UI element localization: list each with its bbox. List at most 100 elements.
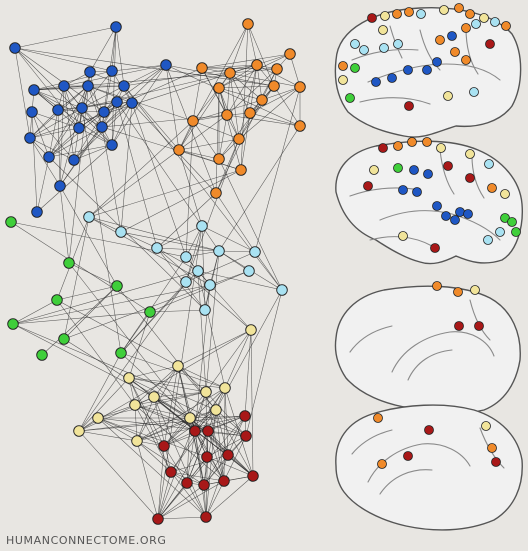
graph-edge-200 [218,158,283,291]
graph-node-yellow-70 [129,399,141,411]
graph-edge-203 [215,192,256,253]
brain-node-blue-10 [423,169,433,179]
brain-node-blue-19 [455,207,465,217]
graph-node-orange-29 [294,81,306,93]
graph-edge-199 [178,149,203,227]
graph-nodes [5,18,306,525]
brain-node-red-1 [424,425,434,435]
graph-edge-119 [48,144,113,158]
graph-edge-209 [63,216,90,340]
graph-edge-302 [224,387,229,456]
graph-node-yellow-68 [148,391,160,403]
graph-edge-188 [192,120,220,160]
graph-edge-353 [215,409,247,437]
graph-node-red-89 [200,511,212,523]
graph-edge-135 [201,64,258,69]
graph-edge-204 [156,192,217,249]
brain-node-cyan-26 [483,235,493,245]
graph-edge-208 [56,216,90,301]
graph-node-cyan-47 [151,242,163,254]
brain-node-green-23 [507,217,517,227]
graph-edge-88 [57,109,61,187]
graph-edge-37 [63,85,80,129]
graph-edge-326 [134,404,138,442]
graph-edge-254 [68,262,118,287]
brain-node-red-32 [404,101,414,111]
graph-edge-205 [88,216,220,252]
graph-edge-421 [186,482,207,518]
graph-node-orange-35 [187,115,199,127]
graph-node-orange-36 [294,120,306,132]
graph-edge-83 [131,102,187,258]
graph-node-blue-6 [82,80,94,92]
brain-node-red-4 [474,321,484,331]
graph-node-blue-4 [106,65,118,77]
graph-node-orange-37 [233,133,245,145]
graph-node-cyan-46 [213,245,225,257]
brain-node-cyan-19 [471,19,481,29]
brain-node-cyan-34 [469,87,479,97]
graph-node-blue-10 [126,97,138,109]
graph-edge-281 [177,365,207,393]
graph-edge-418 [205,475,254,518]
graph-edge-79 [111,102,133,146]
graph-edge-242 [197,270,226,389]
graph-node-green-58 [111,280,123,292]
graph-edge-325 [134,404,191,419]
brain-node-red-6 [491,457,501,467]
graph-edge-249 [78,281,187,432]
graph-node-cyan-44 [115,226,127,238]
graph-node-blue-17 [24,132,36,144]
graph-edge-306 [153,391,207,398]
graph-node-green-61 [144,306,156,318]
graph-edge-317 [97,391,207,419]
graph-node-orange-33 [244,107,256,119]
brain-node-blue-9 [409,165,419,175]
graph-edge-161 [249,86,301,114]
graph-node-yellow-67 [219,382,231,394]
graph-edge-149 [238,64,258,140]
graph-edge-263 [12,311,151,325]
brain-sulcus-1 [379,210,501,241]
brain-surface [335,140,524,265]
brain-node-yellow-2 [470,285,480,295]
graph-edge-57 [123,64,258,87]
graph-edge-12 [111,64,167,72]
graph-edge-367 [136,440,172,473]
graph-node-blue-3 [84,66,96,78]
brain-surface [335,404,523,531]
graph-edge-55 [81,85,125,109]
graph-node-red-86 [181,477,193,489]
graph-node-blue-20 [68,154,80,166]
brain-node-orange-10 [501,21,511,31]
graph-edge-147 [249,64,258,114]
brain-node-red-0 [367,13,377,23]
graph-node-green-57 [51,294,63,306]
graph-edge-29 [33,70,113,91]
graph-edge-183 [226,114,301,127]
graph-edge-259 [56,299,136,406]
graph-node-cyan-43 [196,220,208,232]
brain-node-orange-5 [377,459,387,469]
graph-edge-369 [136,440,159,520]
graph-node-orange-39 [213,153,225,165]
brain-node-yellow-2 [481,421,491,431]
graph-edge-185 [218,114,228,160]
brain-node-yellow-29 [398,231,408,241]
graph-edge-287 [163,365,179,447]
brain-node-red-3 [454,321,464,331]
graph-edge-111 [59,126,103,187]
brain-node-cyan-9 [490,17,500,27]
graph-edge-311 [153,396,209,432]
graph-edge-255 [68,262,191,419]
graph-edge-190 [185,120,194,258]
graph-edge-273 [224,329,252,389]
graph-edge-363 [78,415,246,432]
graph-node-red-85 [247,470,259,482]
graph-node-red-76 [239,410,251,422]
graph-edge-116 [29,137,75,161]
graph-edge-163 [238,86,301,140]
graph-edge-165 [218,85,275,89]
graph-edge-130 [240,23,249,171]
brain-sulcus-4 [471,155,485,199]
